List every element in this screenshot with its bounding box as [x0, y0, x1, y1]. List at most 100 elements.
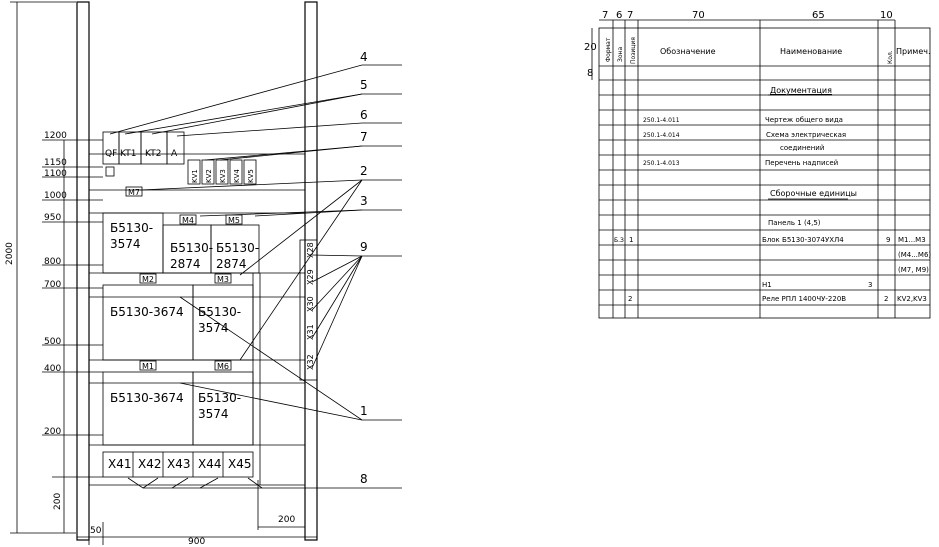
- callout-3: 3: [360, 194, 368, 208]
- terminal-x43: X43: [167, 457, 191, 471]
- rowh-20: 20: [584, 42, 597, 53]
- row11-name: Блок Б5130-3074УХЛ4: [762, 236, 844, 244]
- callout-7: 7: [360, 130, 368, 144]
- bottom-terminal-strip: X41 X42 X43 X44 X45: [102, 451, 254, 478]
- terminal-x32: X32: [306, 354, 315, 370]
- kt2-label: KT2: [145, 149, 161, 159]
- m1-tag: [139, 360, 157, 371]
- header-qty: Кол.: [887, 50, 894, 64]
- level-800: 800: [44, 257, 61, 267]
- block-700-left: [102, 284, 194, 361]
- callout-8: 8: [360, 472, 368, 486]
- relay-kv2: KV2: [205, 169, 213, 183]
- colw-10: 10: [880, 10, 893, 21]
- header-pos: Позиция: [630, 37, 637, 64]
- header-designation: Обозначение: [660, 47, 716, 56]
- level-200: 200: [44, 427, 61, 437]
- block-700-right-line1: Б5130-: [198, 305, 241, 319]
- qf-label: QF: [105, 149, 117, 159]
- callout-4: 4: [360, 50, 368, 64]
- row11-zone: Б.З: [614, 237, 624, 244]
- m7-label: M7: [128, 188, 140, 197]
- row15-qty: 2: [884, 295, 888, 303]
- row14-name: Н1: [762, 281, 772, 289]
- level-ticks: 1200 1150 1100 1000 950 800 700 500 400 …: [42, 131, 103, 510]
- row4-designation: 250.1-4.014: [643, 132, 680, 139]
- block-400-right-line2: 3574: [198, 407, 229, 421]
- row11-qty: 9: [886, 236, 890, 244]
- level-1100: 1100: [44, 169, 67, 179]
- dim-200-vertical: 200: [53, 493, 63, 510]
- block-950-line1: Б5130-: [110, 221, 153, 235]
- m3-tag: [214, 273, 232, 284]
- left-rail: [76, 1, 90, 541]
- block-800b-line2: 2874: [216, 257, 247, 271]
- row6-name: Перечень надписей: [765, 159, 838, 167]
- block-800b-line1: Б5130-: [216, 241, 259, 255]
- row11-note: М1...М3: [898, 236, 926, 244]
- colw-7a: 7: [602, 10, 608, 21]
- m2-tag: [139, 273, 157, 284]
- colw-65: 65: [812, 10, 825, 21]
- terminal-x28: X28: [306, 242, 315, 258]
- relay-kv5: KV5: [247, 169, 255, 183]
- row6-designation: 250.1-4.013: [643, 160, 680, 167]
- row15-name: Реле РПЛ 1400ЧУ-220В: [762, 295, 846, 303]
- terminal-x44: X44: [198, 457, 222, 471]
- row15-pos: 2: [628, 295, 632, 303]
- dim-2000-label: 2000: [5, 242, 15, 265]
- m7-tag: [125, 186, 143, 197]
- row10-name: Панель 1 (4,5): [768, 219, 821, 227]
- block-400-right-line1: Б5130-: [198, 391, 241, 405]
- level-400: 400: [44, 364, 61, 374]
- terminal-x42: X42: [138, 457, 162, 471]
- block-800a-line2: 2874: [170, 257, 201, 271]
- block-700-left-label: Б5130-3674: [110, 305, 184, 319]
- row4-name: Схема электрическая: [766, 131, 846, 139]
- m6-tag: [214, 360, 232, 371]
- colw-70: 70: [692, 10, 705, 21]
- top-devices: QF KT1 KT2 A: [102, 131, 185, 177]
- rowh-8: 8: [587, 68, 593, 79]
- header-note: Примеч.: [896, 47, 931, 56]
- block-800-b: [210, 224, 260, 274]
- dim-50-label: 50: [90, 526, 102, 536]
- level-1000: 1000: [44, 191, 67, 201]
- dim-200-bottom: 200: [278, 515, 295, 525]
- row15-note: KV2,KV3: [897, 295, 927, 303]
- relay-kv4: KV4: [233, 169, 241, 183]
- header-name: Наименование: [780, 47, 842, 56]
- mounting-rails: [89, 153, 305, 486]
- row3-name: Чертеж общего вида: [765, 116, 843, 124]
- level-1200: 1200: [44, 131, 67, 141]
- block-800a-line1: Б5130-: [170, 241, 213, 255]
- terminal-x30: X30: [306, 296, 315, 312]
- block-400-left-label: Б5130-3674: [110, 391, 184, 405]
- level-950: 950: [44, 213, 61, 223]
- header-format: Формат: [605, 37, 612, 62]
- row14-qty: 3: [868, 281, 872, 289]
- dim-900-label: 900: [188, 537, 205, 547]
- m5-label: M5: [228, 216, 240, 225]
- colw-7b: 7: [627, 10, 633, 21]
- level-500: 500: [44, 337, 61, 347]
- callout-5: 5: [360, 78, 368, 92]
- spec-table: 7 6 7 70 65 10 20 8 Формат Зона Позиция …: [584, 10, 931, 319]
- leader-lines: [109, 64, 402, 489]
- terminal-x29: X29: [306, 269, 315, 285]
- terminal-x41: X41: [108, 457, 132, 471]
- side-terminal-strip: X28 X29 X30 X31 X32: [299, 239, 318, 381]
- callout-6: 6: [360, 108, 368, 122]
- m1-label: M1: [142, 362, 154, 371]
- m2-label: M2: [142, 275, 154, 284]
- block-950-line2: 3574: [110, 237, 141, 251]
- level-1150: 1150: [44, 158, 67, 168]
- block-700-right-line2: 3574: [198, 321, 229, 335]
- callout-2: 2: [360, 164, 368, 178]
- row12-note: (М4...М6): [898, 251, 931, 259]
- header-zone: Зона: [617, 47, 624, 62]
- terminal-x45: X45: [228, 457, 252, 471]
- row11-pos: 1: [629, 236, 633, 244]
- callout-9: 9: [360, 240, 368, 254]
- m4-tag: [179, 214, 197, 225]
